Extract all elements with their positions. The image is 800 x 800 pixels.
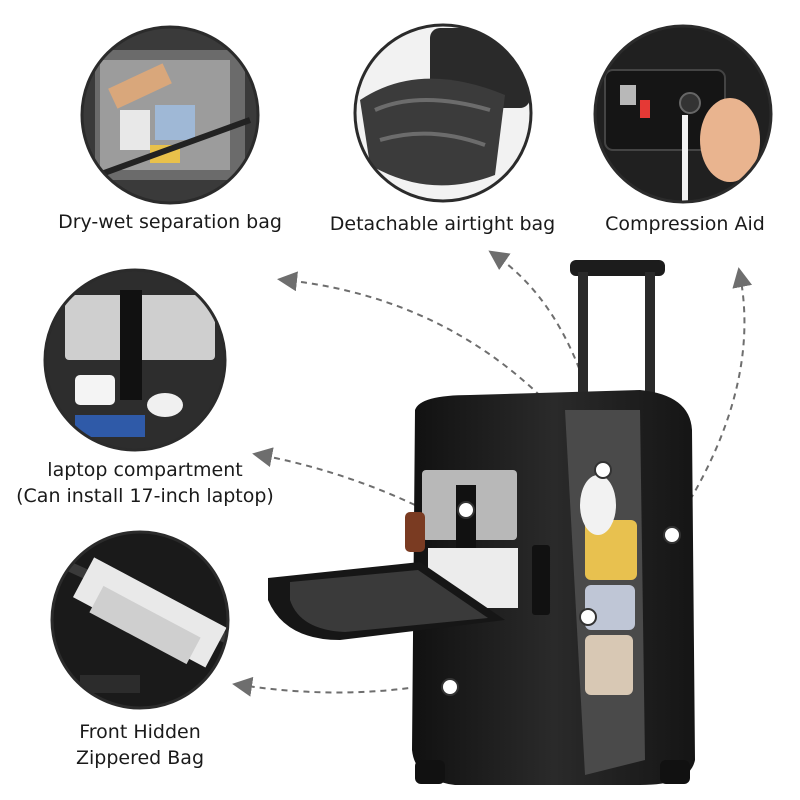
front-hidden-bag-label: Front Hidden Zippered Bag	[40, 720, 240, 771]
front-hidden-bag-title: Front Hidden	[79, 721, 201, 743]
dry-wet-bag-photo	[80, 25, 260, 205]
compression-aid-label: Compression Aid	[605, 213, 765, 235]
front-hidden-bag-subtitle: Zippered Bag	[75, 746, 205, 769]
dry-wet-bag-label: Dry-wet separation bag	[58, 211, 282, 233]
laptop-compartment-label: laptop compartment (Can install 17-inch …	[10, 458, 280, 509]
airtight-bag-photo	[353, 23, 533, 203]
airtight-bag-label: Detachable airtight bag	[329, 213, 556, 235]
rolling-backpack	[268, 260, 695, 785]
compression-aid-photo	[593, 24, 773, 204]
laptop-compartment-subtitle: (Can install 17-inch laptop)	[16, 484, 274, 507]
laptop-compartment-photo	[43, 268, 227, 452]
laptop-compartment-title: laptop compartment	[47, 459, 243, 481]
front-pocket-photo	[50, 530, 230, 710]
